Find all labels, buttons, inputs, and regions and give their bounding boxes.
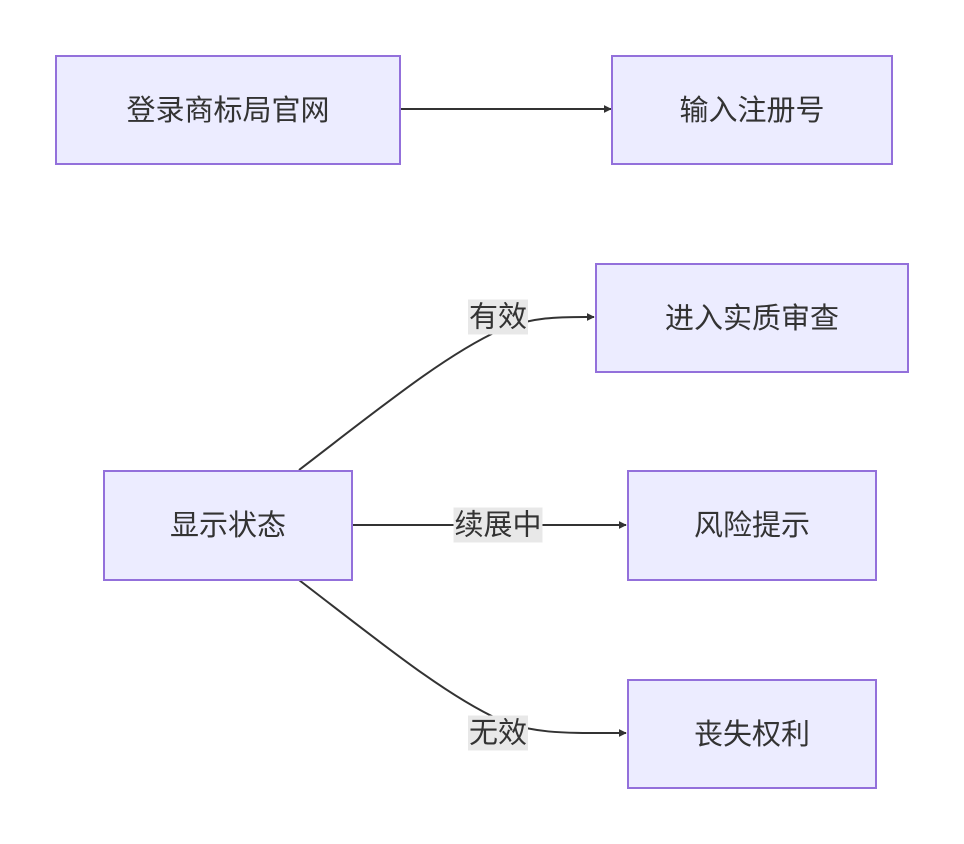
node-risk-alert: 风险提示 (627, 470, 877, 581)
node-enter-reg-no-label: 输入注册号 (679, 92, 825, 127)
edge-label-invalid: 无效 (467, 715, 529, 751)
node-loss-of-rights-label: 丧失权利 (693, 716, 810, 751)
edge-label-renewing: 续展中 (453, 507, 543, 543)
node-login: 登录商标局官网 (55, 55, 401, 165)
edge-label-valid: 有效 (467, 299, 529, 335)
node-login-label: 登录商标局官网 (126, 92, 330, 127)
node-loss-of-rights: 丧失权利 (627, 679, 877, 789)
node-substantive-review: 进入实质审查 (595, 263, 909, 373)
node-substantive-review-label: 进入实质审查 (664, 300, 839, 335)
node-risk-alert-label: 风险提示 (693, 508, 810, 542)
edge-status-invalid (298, 579, 627, 738)
node-show-status-label: 显示状态 (169, 508, 286, 542)
node-show-status: 显示状态 (103, 470, 353, 581)
edge-status-valid (298, 312, 595, 471)
node-enter-reg-no: 输入注册号 (611, 55, 893, 165)
